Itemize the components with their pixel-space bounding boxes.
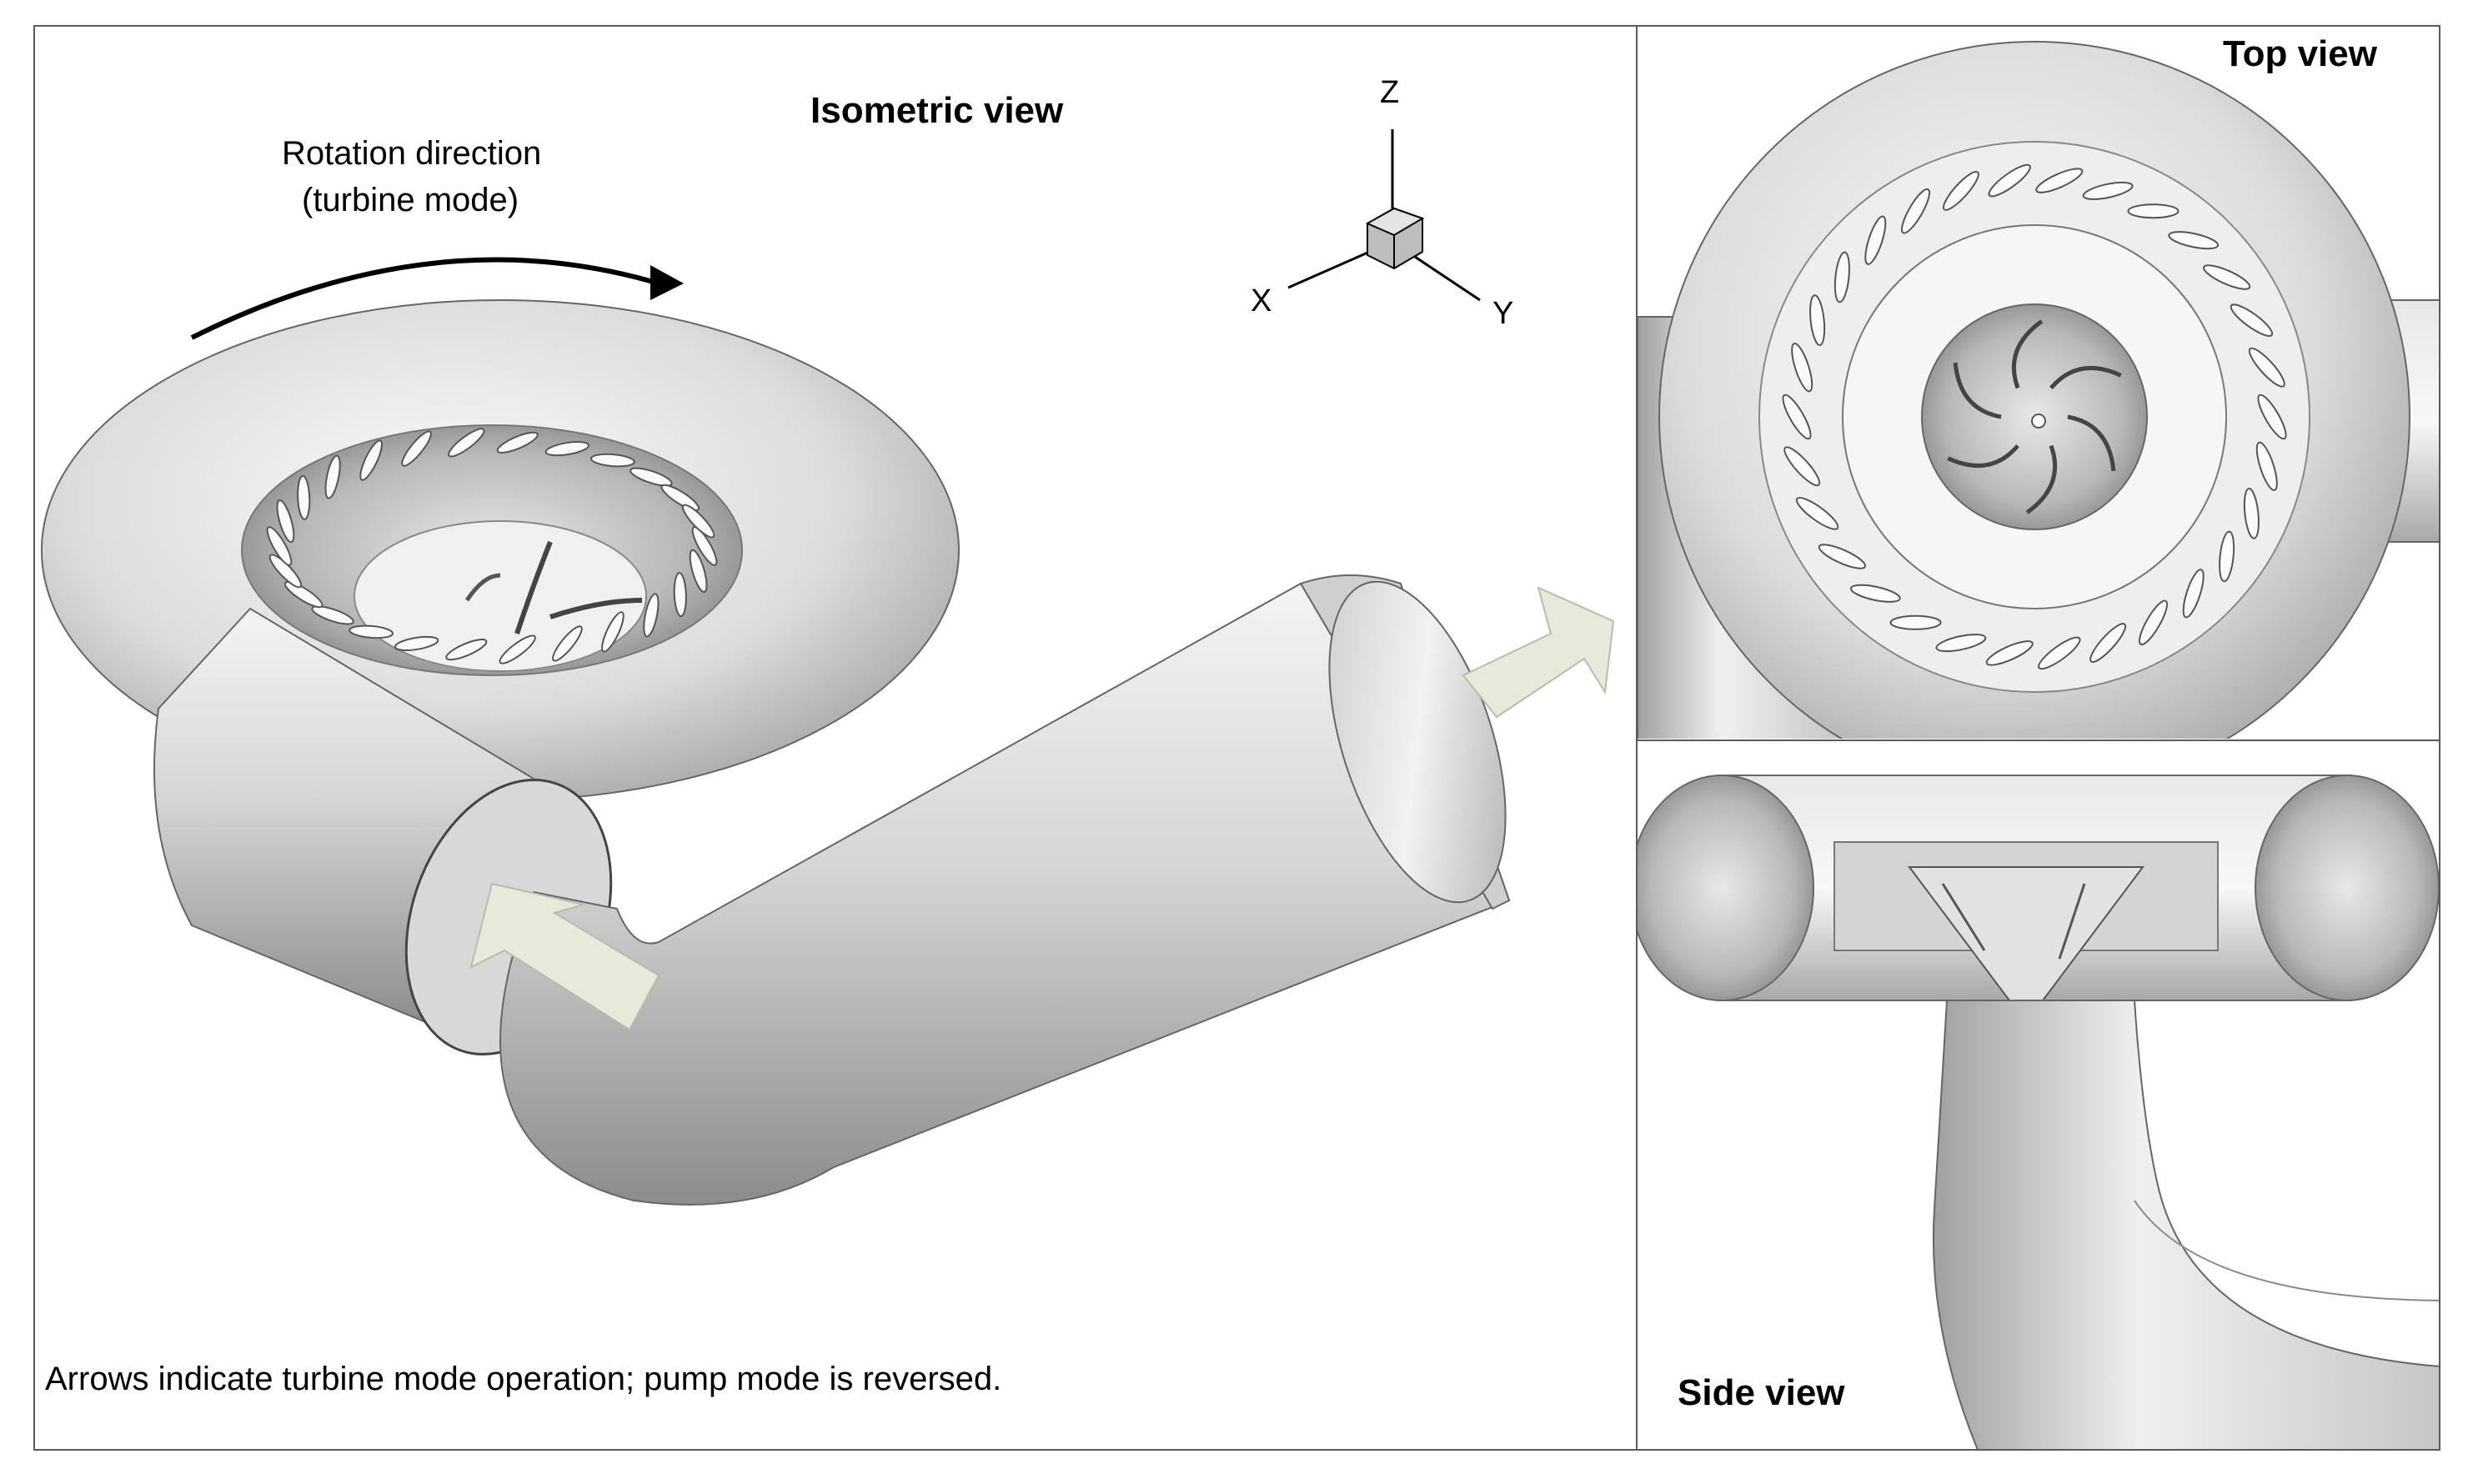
panel-divider-vertical: [1636, 25, 1638, 1451]
guide-vane: [2138, 599, 2169, 646]
rotation-label-line1: Rotation direction: [282, 135, 542, 172]
axis-z-label: Z: [1380, 75, 1400, 110]
guide-vane: [394, 635, 439, 651]
guide-vane: [2038, 636, 2081, 670]
guide-vane: [660, 484, 700, 512]
runner-blade: [2025, 444, 2058, 514]
guide-vane: [496, 431, 539, 454]
guide-vane: [359, 439, 383, 481]
guide-vane: [681, 504, 715, 539]
guide-vane: [691, 526, 718, 566]
guide-vane: [266, 526, 293, 566]
axis-x-label: X: [1251, 283, 1272, 318]
guide-vane: [311, 605, 354, 625]
runner-blades-top: [1947, 319, 2122, 514]
guide-vane: [2035, 168, 2084, 193]
guide-vane: [643, 593, 660, 638]
runner-blade: [2049, 365, 2122, 390]
guide-vane: [1818, 544, 1866, 569]
guide-vane: [689, 549, 708, 593]
guide-vane: [1988, 163, 2031, 198]
runner-blade: [2011, 319, 2044, 389]
runner-blade: [2067, 414, 2116, 472]
guide-vane: [2230, 303, 2274, 337]
runner-blade: [1947, 444, 2019, 469]
guide-vane: [1849, 584, 1901, 603]
guide-vane: [324, 454, 341, 499]
side-view-title: Side view: [1678, 1372, 1845, 1413]
guide-vane: [2257, 394, 2287, 440]
runner-blade: [1953, 362, 2002, 419]
guide-vanes-top: [1782, 163, 2287, 670]
guide-vane: [1783, 446, 1821, 487]
guide-vane: [297, 474, 311, 520]
guide-vane: [2243, 488, 2260, 539]
guide-vane: [1809, 294, 1826, 346]
guide-vane: [1900, 188, 1931, 234]
panel-divider-horizontal: [1637, 739, 2440, 741]
guide-vane: [589, 453, 635, 468]
guide-vane: [1795, 497, 1839, 530]
guide-vane: [349, 624, 394, 639]
guide-vane: [499, 634, 536, 664]
guide-vane: [552, 625, 583, 662]
guide-vane: [2248, 347, 2285, 388]
guide-vane: [544, 441, 590, 457]
isometric-view: [41, 129, 1615, 1206]
guide-vane: [630, 467, 673, 487]
guide-vane: [2203, 264, 2251, 290]
guide-vane: [2255, 441, 2278, 491]
figure-caption: Arrows indicate turbine mode operation; …: [45, 1361, 1002, 1397]
guide-vane: [1782, 394, 1812, 440]
guide-vane: [1889, 614, 1942, 630]
top-view: [1638, 41, 2439, 739]
guide-vane: [2082, 181, 2134, 200]
side-view: [1638, 775, 2439, 1449]
guide-vane: [2089, 623, 2127, 664]
guide-vane: [1791, 343, 1813, 393]
top-view-title: Top view: [2223, 33, 2377, 74]
guide-vane: [401, 430, 432, 467]
isometric-view-title: Isometric view: [810, 90, 1064, 131]
guide-vane: [268, 554, 303, 589]
guide-vanes-iso: [266, 428, 718, 664]
guide-vane: [1942, 170, 1979, 211]
guide-vane: [2168, 231, 2220, 250]
guide-vane: [448, 428, 485, 458]
guide-vane: [283, 580, 324, 609]
guide-vane: [2182, 569, 2205, 619]
guide-vane: [1833, 251, 1850, 303]
guide-vane: [2127, 203, 2180, 219]
guide-vane: [673, 572, 687, 618]
guide-vane: [1935, 634, 1987, 653]
guide-vane: [2219, 530, 2235, 583]
rotation-label-line2: (turbine mode): [302, 182, 519, 218]
axis-y-label: Y: [1492, 296, 1514, 331]
guide-vane: [601, 611, 625, 653]
guide-vane: [1985, 640, 2034, 666]
guide-vane: [1864, 215, 1887, 265]
guide-vane: [445, 639, 488, 661]
guide-vane: [276, 499, 295, 544]
